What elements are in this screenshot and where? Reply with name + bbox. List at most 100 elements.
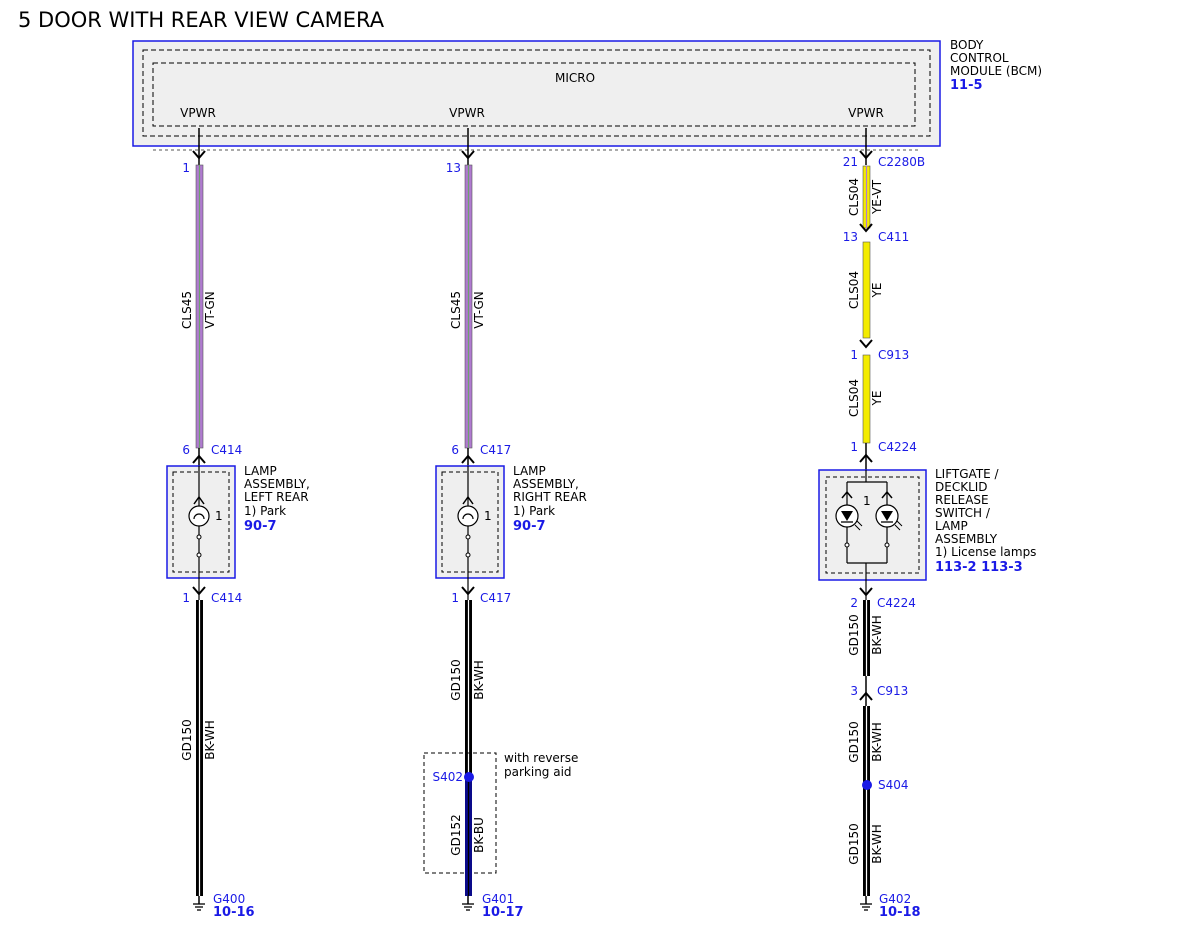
left-circuit-top: CLS45 <box>180 291 194 329</box>
right-pin-top: 21 <box>843 155 858 169</box>
connector-arrow <box>461 150 475 160</box>
middle-pin-out: 1 <box>451 591 459 605</box>
option-line-1: with reverse <box>504 751 578 765</box>
middle-color-top: VT-GN <box>472 291 486 328</box>
liftgate-line-5: LAMP <box>935 519 968 533</box>
right-pin-in: 1 <box>850 440 858 454</box>
middle-circuit-bot: GD152 <box>449 814 463 855</box>
right-conn-2: C411 <box>878 230 909 244</box>
middle-conn-in: C417 <box>480 443 511 457</box>
micro-label: MICRO <box>555 71 595 85</box>
left-color-bot: BK-WH <box>203 720 217 760</box>
bcm-label-line-3: MODULE (BCM) <box>950 64 1042 78</box>
liftgate-refs: 113-2 113-3 <box>935 560 1023 575</box>
right-conn-top: C2280B <box>878 155 925 169</box>
middle-circuit-top: CLS45 <box>449 291 463 329</box>
wire-ye <box>862 354 871 444</box>
left-pin-top: 1 <box>182 161 190 175</box>
right-circuit-6: GD150 <box>847 823 861 864</box>
diagram-title: 5 DOOR WITH REAR VIEW CAMERA <box>18 8 385 32</box>
middle-pin-in: 6 <box>451 443 459 457</box>
vpwr-middle-label: VPWR <box>449 106 485 120</box>
liftgate-num: 1 <box>863 494 871 508</box>
liftgate-line-7: 1) License lamps <box>935 545 1036 559</box>
liftgate-line-1: LIFTGATE / <box>935 467 1000 481</box>
right-pin-2: 13 <box>843 230 858 244</box>
vpwr-left-label: VPWR <box>180 106 216 120</box>
liftgate-box <box>818 469 927 581</box>
right-conn-in: C4224 <box>878 440 917 454</box>
right-color-3: YE <box>870 391 884 407</box>
left-conn-out: C414 <box>211 591 242 605</box>
vpwr-right-label: VPWR <box>848 106 884 120</box>
middle-color-bot: BK-BU <box>472 817 486 853</box>
left-chain: 1 CLS45 VT-GN 6 C414 1 LAMP ASSEMBLY, LE… <box>166 128 310 920</box>
left-conn-in: C414 <box>211 443 242 457</box>
bcm-ref: 11-5 <box>950 78 983 93</box>
right-splice: S404 <box>878 778 909 792</box>
liftgate-line-4: SWITCH / <box>935 506 991 520</box>
lamp-bulb-icon <box>457 505 479 527</box>
connector-arrow <box>192 586 206 596</box>
middle-ground-ref: 10-17 <box>482 905 524 920</box>
bcm-label-line-1: BODY <box>950 38 984 52</box>
connector-arrow <box>859 587 873 597</box>
right-circuit-1: CLS04 <box>847 178 861 216</box>
left-lamp-ref: 90-7 <box>244 519 277 534</box>
right-color-4: BK-WH <box>870 615 884 655</box>
splice-dot <box>862 780 872 790</box>
connector-arrow <box>192 150 206 160</box>
bcm-module: MICRO VPWR VPWR VPWR <box>132 40 941 151</box>
connector-arrow <box>461 586 475 596</box>
middle-circuit-mid: GD150 <box>449 659 463 700</box>
right-ground: G402 <box>879 892 911 906</box>
right-circuit-5: GD150 <box>847 721 861 762</box>
bcm-label-line-2: CONTROL <box>950 51 1009 65</box>
connector-arrow <box>859 339 873 349</box>
left-lamp-line-2: ASSEMBLY, <box>244 477 310 491</box>
middle-lamp-line-3: RIGHT REAR <box>513 490 587 504</box>
left-color-top: VT-GN <box>203 291 217 328</box>
right-circuit-2: CLS04 <box>847 271 861 309</box>
left-circuit-bot: GD150 <box>180 719 194 760</box>
left-lamp-line-3: LEFT REAR <box>244 490 309 504</box>
liftgate-line-3: RELEASE <box>935 493 989 507</box>
right-color-6: BK-WH <box>870 824 884 864</box>
option-box <box>423 752 497 874</box>
lamp-bulb-icon <box>188 505 210 527</box>
middle-lamp-num: 1 <box>484 509 492 523</box>
middle-lamp-line-1: LAMP <box>513 464 546 478</box>
splice-dot <box>464 772 474 782</box>
bcm-label: BODY CONTROL MODULE (BCM) 11-5 <box>950 38 1042 93</box>
left-lamp-line-1: LAMP <box>244 464 277 478</box>
right-conn-3: C913 <box>878 348 909 362</box>
left-ground-ref: 10-16 <box>213 905 255 920</box>
middle-lamp-ref: 90-7 <box>513 519 546 534</box>
middle-pin-top: 13 <box>446 161 461 175</box>
right-chain: 21 C2280B CLS04 YE-VT 13 C411 CLS04 YE 1… <box>818 128 1036 920</box>
left-pin-in: 6 <box>182 443 190 457</box>
right-circuit-3: CLS04 <box>847 379 861 417</box>
right-pin-out: 2 <box>850 596 858 610</box>
right-color-1: YE-VT <box>870 179 884 215</box>
right-pin-3: 1 <box>850 348 858 362</box>
connector-arrow <box>859 223 873 233</box>
left-ground: G400 <box>213 892 245 906</box>
liftgate-line-6: ASSEMBLY <box>935 532 998 546</box>
right-circuit-4: GD150 <box>847 614 861 655</box>
right-ground-ref: 10-18 <box>879 905 921 920</box>
middle-ground: G401 <box>482 892 514 906</box>
left-pin-out: 1 <box>182 591 190 605</box>
middle-splice: S402 <box>432 770 463 784</box>
middle-conn-out: C417 <box>480 591 511 605</box>
right-color-5: BK-WH <box>870 722 884 762</box>
right-color-2: YE <box>870 283 884 299</box>
middle-chain: 13 CLS45 VT-GN 6 C417 1 LAMP ASSEMBLY, R… <box>423 128 587 920</box>
right-conn-out: C4224 <box>877 596 916 610</box>
wire-ye <box>862 241 871 339</box>
middle-lamp-line-4: 1) Park <box>513 504 555 518</box>
right-pin-5: 3 <box>850 684 858 698</box>
middle-color-mid: BK-WH <box>472 660 486 700</box>
left-lamp-num: 1 <box>215 509 223 523</box>
